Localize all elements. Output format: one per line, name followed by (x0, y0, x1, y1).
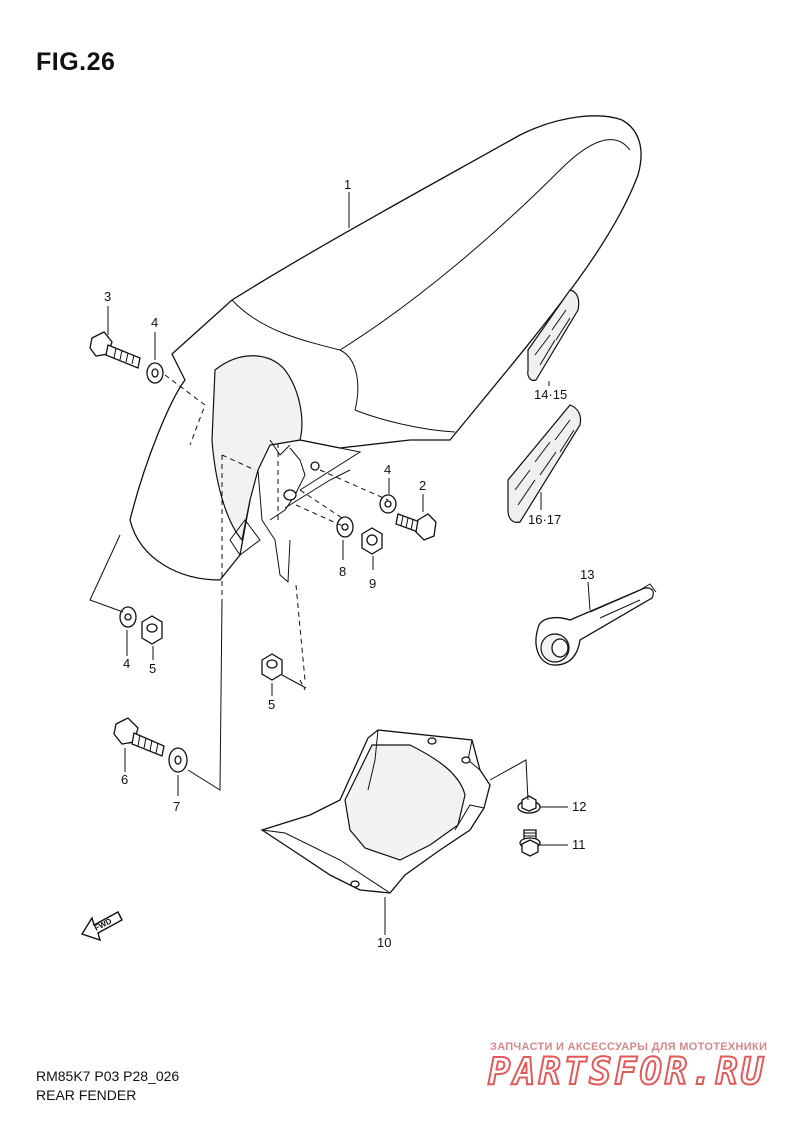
callout-4: 4 (384, 462, 391, 477)
decal-14-15 (527, 289, 580, 381)
nut-9 (361, 527, 383, 555)
callout-4: 4 (123, 656, 130, 671)
callout-7: 7 (173, 799, 180, 814)
callout-13: 13 (580, 567, 594, 582)
diagram-name: REAR FENDER (36, 1087, 137, 1103)
nut-5-left (141, 615, 163, 645)
decal-16-17 (507, 404, 582, 523)
bolt-6 (113, 717, 165, 757)
nut-5-center (261, 653, 283, 681)
callout-11: 11 (572, 837, 586, 852)
bolt-11 (519, 829, 541, 857)
mud-flap-10 (260, 729, 491, 894)
flange-nut-12 (517, 795, 541, 814)
diagram-code: RM85K7 P03 P28_026 (36, 1068, 180, 1084)
washer-7 (168, 747, 188, 773)
bolt-3 (89, 331, 141, 369)
washer-4-top (146, 362, 164, 384)
figure-title: FIG.26 (36, 48, 116, 76)
callout-5: 5 (268, 697, 275, 712)
callout-6: 6 (121, 772, 128, 787)
callout-5: 5 (149, 661, 156, 676)
washer-8 (336, 516, 354, 538)
callout-1: 1 (344, 177, 351, 192)
watermark-logo: PARTSFOR.RU (487, 1049, 767, 1094)
callout-labels: 1 3 4 4 2 8 9 4 5 5 6 7 10 11 12 13 14·1… (104, 177, 594, 950)
forward-arrow-icon: FWD (80, 911, 123, 942)
washer-4-left (119, 606, 137, 628)
callout-8: 8 (339, 564, 346, 579)
callout-9: 9 (369, 576, 376, 591)
callout-2: 2 (419, 478, 426, 493)
washer-4-right (379, 494, 397, 514)
strap-13 (535, 583, 657, 666)
leader-lines (89, 192, 591, 935)
callout-14-15: 14·15 (534, 387, 567, 402)
callout-12: 12 (572, 799, 586, 814)
callout-4: 4 (151, 315, 158, 330)
callout-16-17: 16·17 (528, 512, 561, 527)
watermark-tagline: ЗАПЧАСТИ И АКСЕССУАРЫ ДЛЯ МОТОТЕХНИКИ (490, 1041, 768, 1053)
callout-3: 3 (104, 289, 111, 304)
callout-10: 10 (377, 935, 391, 950)
rear-fender-part (129, 115, 642, 584)
bolt-2 (395, 513, 437, 541)
